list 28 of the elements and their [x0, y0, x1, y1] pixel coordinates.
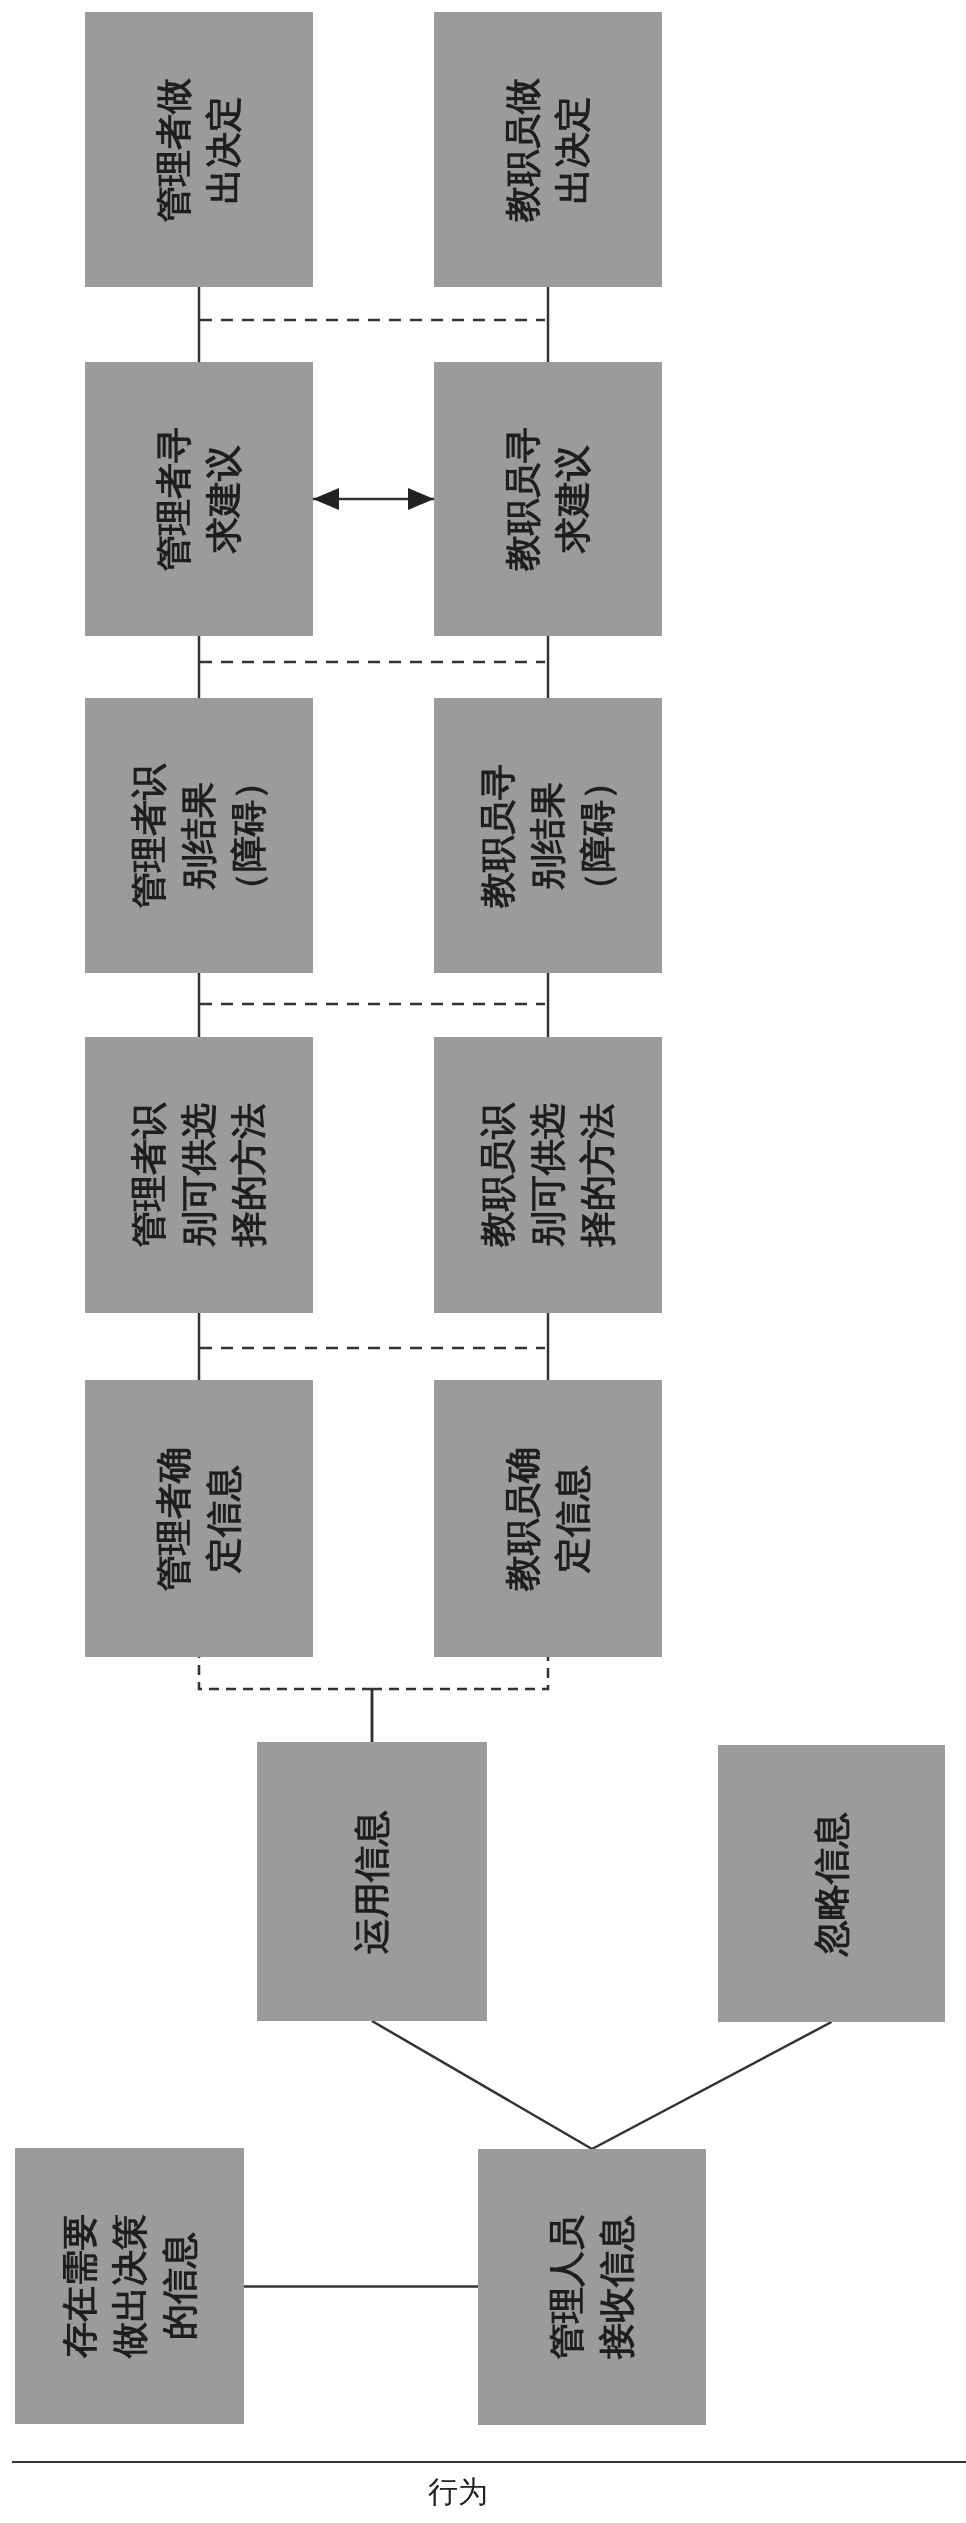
process-box: 存在需要做出决策的信息: [15, 2148, 244, 2424]
process-box: 管理人员接收信息: [478, 2149, 706, 2425]
process-box: 管理者确定信息: [85, 1380, 313, 1657]
connector-line: [197, 636, 201, 698]
process-box: 忽略信息: [718, 1745, 945, 2022]
process-box: 教职员做出决定: [434, 12, 662, 287]
connector-line: [546, 1313, 550, 1380]
connector-line: [244, 2285, 478, 2288]
header-text: 行为: [428, 2474, 488, 2510]
connector-line: [546, 636, 550, 698]
connector-line: [591, 2020, 833, 2151]
connector-line: [546, 973, 550, 1037]
connector-line: [197, 973, 201, 1037]
process-box: 管理者识别可供选择的方法: [85, 1037, 313, 1313]
connector-line: [197, 1313, 201, 1380]
process-box: 管理者寻求建议: [85, 362, 313, 636]
connector-line: [546, 287, 550, 362]
connector-line: [370, 1657, 550, 1742]
arrow: [313, 488, 434, 510]
connector-line: [371, 2019, 593, 2151]
process-box: 教职员确定信息: [434, 1380, 662, 1657]
process-box: 教职员识别可供选择的方法: [434, 1037, 662, 1313]
process-box: 管理者识别结果（障碍）: [85, 698, 313, 973]
process-box: 教职员寻求建议: [434, 362, 662, 636]
process-box: 管理者做出决定: [85, 12, 313, 287]
process-box: 运用信息: [257, 1742, 487, 2021]
connector-line: [197, 287, 201, 362]
process-box: 教职员寻别结果（障碍）: [434, 698, 662, 973]
